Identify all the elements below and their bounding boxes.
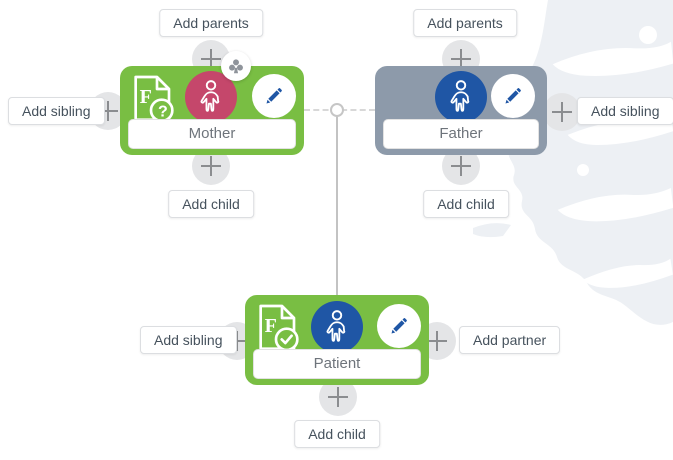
plus-icon xyxy=(89,92,127,130)
plus-icon xyxy=(319,378,357,416)
male-icon xyxy=(311,301,363,353)
father-add-parents-button[interactable]: Add parents xyxy=(413,9,517,37)
male-icon xyxy=(435,71,487,123)
mother-add-child-button[interactable]: Add child xyxy=(168,190,254,218)
father-add-child-button[interactable]: Add child xyxy=(423,190,509,218)
father-add-sibling-button[interactable]: Add sibling xyxy=(577,97,673,125)
plus-icon xyxy=(192,147,230,185)
plus-icon xyxy=(218,322,256,360)
document-question-icon: F ? xyxy=(134,75,174,123)
document-letter: F xyxy=(265,315,277,337)
pencil-icon xyxy=(391,318,407,334)
node-mother[interactable]: F ? Mother xyxy=(120,51,304,155)
document-letter: F xyxy=(140,86,152,108)
plus-icon xyxy=(418,322,456,360)
check-mark xyxy=(280,334,293,345)
node-father[interactable]: Father xyxy=(375,66,547,155)
pedigree-club-icon xyxy=(221,51,251,81)
female-icon xyxy=(185,71,237,123)
plus-icon xyxy=(192,40,230,78)
father-add-sibling-plus-button[interactable] xyxy=(543,93,581,131)
child-connector-line xyxy=(336,115,338,295)
patient-edit-button[interactable] xyxy=(377,304,421,348)
pencil-icon xyxy=(505,88,521,104)
father-edit-button[interactable] xyxy=(491,74,535,118)
father-name-label: Father xyxy=(383,119,539,149)
mother-add-parents-button[interactable]: Add parents xyxy=(159,9,263,37)
plus-icon xyxy=(543,93,581,131)
node-patient[interactable]: F Patient xyxy=(245,295,429,385)
couple-connector-dot xyxy=(330,103,344,117)
question-mark: ? xyxy=(158,103,168,120)
mother-name-label: Mother xyxy=(128,119,296,149)
pencil-icon xyxy=(266,88,282,104)
plus-icon xyxy=(442,147,480,185)
document-check-icon: F xyxy=(259,304,299,352)
mother-edit-button[interactable] xyxy=(252,74,296,118)
mother-add-sibling-button[interactable]: Add sibling xyxy=(8,97,105,125)
patient-add-sibling-button[interactable]: Add sibling xyxy=(140,326,237,354)
patient-add-partner-button[interactable]: Add partner xyxy=(459,326,561,354)
patient-add-child-button[interactable]: Add child xyxy=(294,420,380,448)
plus-icon xyxy=(442,40,480,78)
patient-name-label: Patient xyxy=(253,349,421,379)
